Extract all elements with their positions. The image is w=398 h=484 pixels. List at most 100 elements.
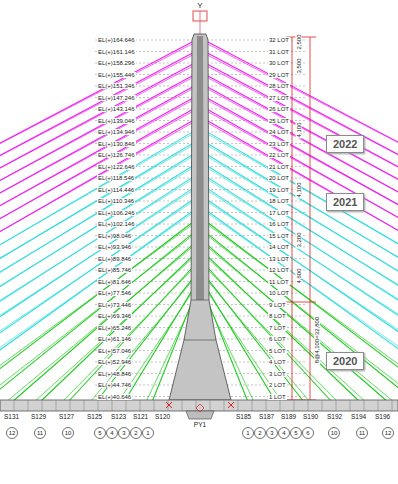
deck-tick (378, 400, 379, 411)
cable-id: S185 (235, 414, 252, 421)
stay-cable (208, 87, 398, 402)
stay-cable (0, 189, 192, 402)
lot-label: 10 LOT (268, 290, 290, 296)
lot-label: 4 LOT (268, 359, 287, 365)
elevation-label: EL(+)110.346 (97, 198, 135, 204)
callout-number: 1 (145, 430, 150, 436)
lot-label: 26 LOT (268, 106, 290, 112)
deck-tick (336, 400, 337, 411)
lot-label: 21 LOT (268, 164, 290, 170)
cable-id: S192 (326, 414, 343, 421)
deck-tick (84, 400, 85, 411)
stay-cable (208, 110, 398, 402)
pylon-joint (184, 340, 216, 341)
elevation-label: EL(+)73.446 (97, 302, 132, 308)
stay-cable (208, 146, 398, 402)
red-mark (166, 402, 172, 408)
elevation-label: EL(+)118.546 (97, 175, 135, 181)
elevation-label: EL(+)106.246 (97, 210, 136, 216)
callout-circles (7, 428, 394, 439)
deck-tick (98, 400, 99, 411)
deck-tick (42, 400, 43, 411)
stay-cable (0, 191, 192, 402)
elevation-label: EL(+)147.246 (97, 95, 136, 101)
callout-number: 5 (97, 430, 102, 436)
deck-tick (0, 400, 1, 411)
lot-label: 16 LOT (268, 221, 290, 227)
cable-id: S125 (86, 414, 103, 421)
deck-tick (140, 400, 141, 411)
cable-id: S190 (302, 414, 319, 421)
stay-cable (208, 257, 360, 402)
lot-label: 29 LOT (268, 72, 290, 78)
stay-cable (0, 44, 192, 402)
stay-cable (208, 212, 398, 403)
stay-cable (208, 157, 398, 402)
stay-cable (6, 247, 192, 402)
elevation-label: EL(+)40.646 (97, 394, 132, 400)
callout-number: 3 (121, 430, 126, 436)
elevation-label: EL(+)134.946 (97, 129, 136, 135)
lot-label: 27 LOT (268, 95, 290, 101)
stay-cable (0, 168, 192, 402)
stay-cable (0, 101, 192, 403)
stay-cable (34, 259, 192, 402)
dimension-text: 3,200 (296, 231, 302, 248)
stay-cable (0, 234, 192, 402)
stay-cable (0, 89, 192, 402)
stay-cable (208, 112, 398, 402)
elevation-label: EL(+)69.346 (97, 313, 132, 319)
elevation-label: EL(+)155.446 (97, 72, 136, 78)
stay-cable (12, 245, 192, 402)
stay-cable (208, 178, 398, 402)
stay-cable (0, 212, 192, 403)
deck-tick (56, 400, 57, 411)
stay-cable (0, 132, 192, 402)
callout-number: 4 (281, 430, 286, 436)
stay-cable (208, 245, 388, 402)
elevation-label: EL(+)98.046 (97, 233, 132, 239)
red-mark (166, 402, 172, 408)
callout-number: 2 (133, 430, 138, 436)
stay-cable (0, 214, 192, 403)
lot-label: 24 LOT (268, 129, 290, 135)
stay-cable (208, 144, 398, 402)
cable-id: S131 (3, 414, 20, 421)
stay-cable (208, 270, 338, 402)
dimension-text: 2,500 (296, 33, 302, 50)
deck-tick (112, 400, 113, 411)
elevation-label: EL(+)57.046 (97, 348, 132, 354)
stay-cable (0, 123, 192, 402)
stay-cable (0, 65, 192, 402)
lot-label: 11 LOT (268, 279, 290, 285)
deck-tick (154, 400, 155, 411)
elevation-label: EL(+)81.646 (97, 279, 132, 285)
elevation-label: EL(+)93.946 (97, 244, 132, 250)
red-mark (228, 402, 234, 408)
stay-cable (208, 44, 398, 402)
stay-cable (208, 78, 398, 402)
elevation-label: EL(+)143.146 (97, 106, 136, 112)
center-line (200, 11, 201, 34)
stay-cable (208, 121, 398, 402)
lot-label: 28 LOT (268, 83, 290, 89)
cable-id: S196 (374, 414, 391, 421)
callout-number: 6 (305, 430, 310, 436)
stay-cable (208, 89, 398, 402)
elevation-label: EL(+)65.246 (97, 325, 132, 331)
stay-cable (0, 155, 192, 402)
stay-cable (208, 236, 398, 402)
elevation-label: EL(+)164.646 (97, 37, 136, 43)
lot-label: 30 LOT (268, 60, 290, 66)
stay-cable (0, 202, 192, 402)
dimension-text: 8@4,100=32,800 (314, 316, 320, 364)
callout-number: 12 (8, 430, 17, 436)
stay-cable (0, 112, 192, 402)
deck-tick (126, 400, 127, 411)
dimension-text: 3,500 (296, 57, 302, 74)
lot-label: 17 LOT (268, 210, 290, 216)
deck-tick (224, 400, 225, 411)
stay-cable (0, 200, 192, 402)
callout-number: 11 (36, 430, 44, 436)
elevation-label: EL(+)151.346 (97, 83, 136, 89)
